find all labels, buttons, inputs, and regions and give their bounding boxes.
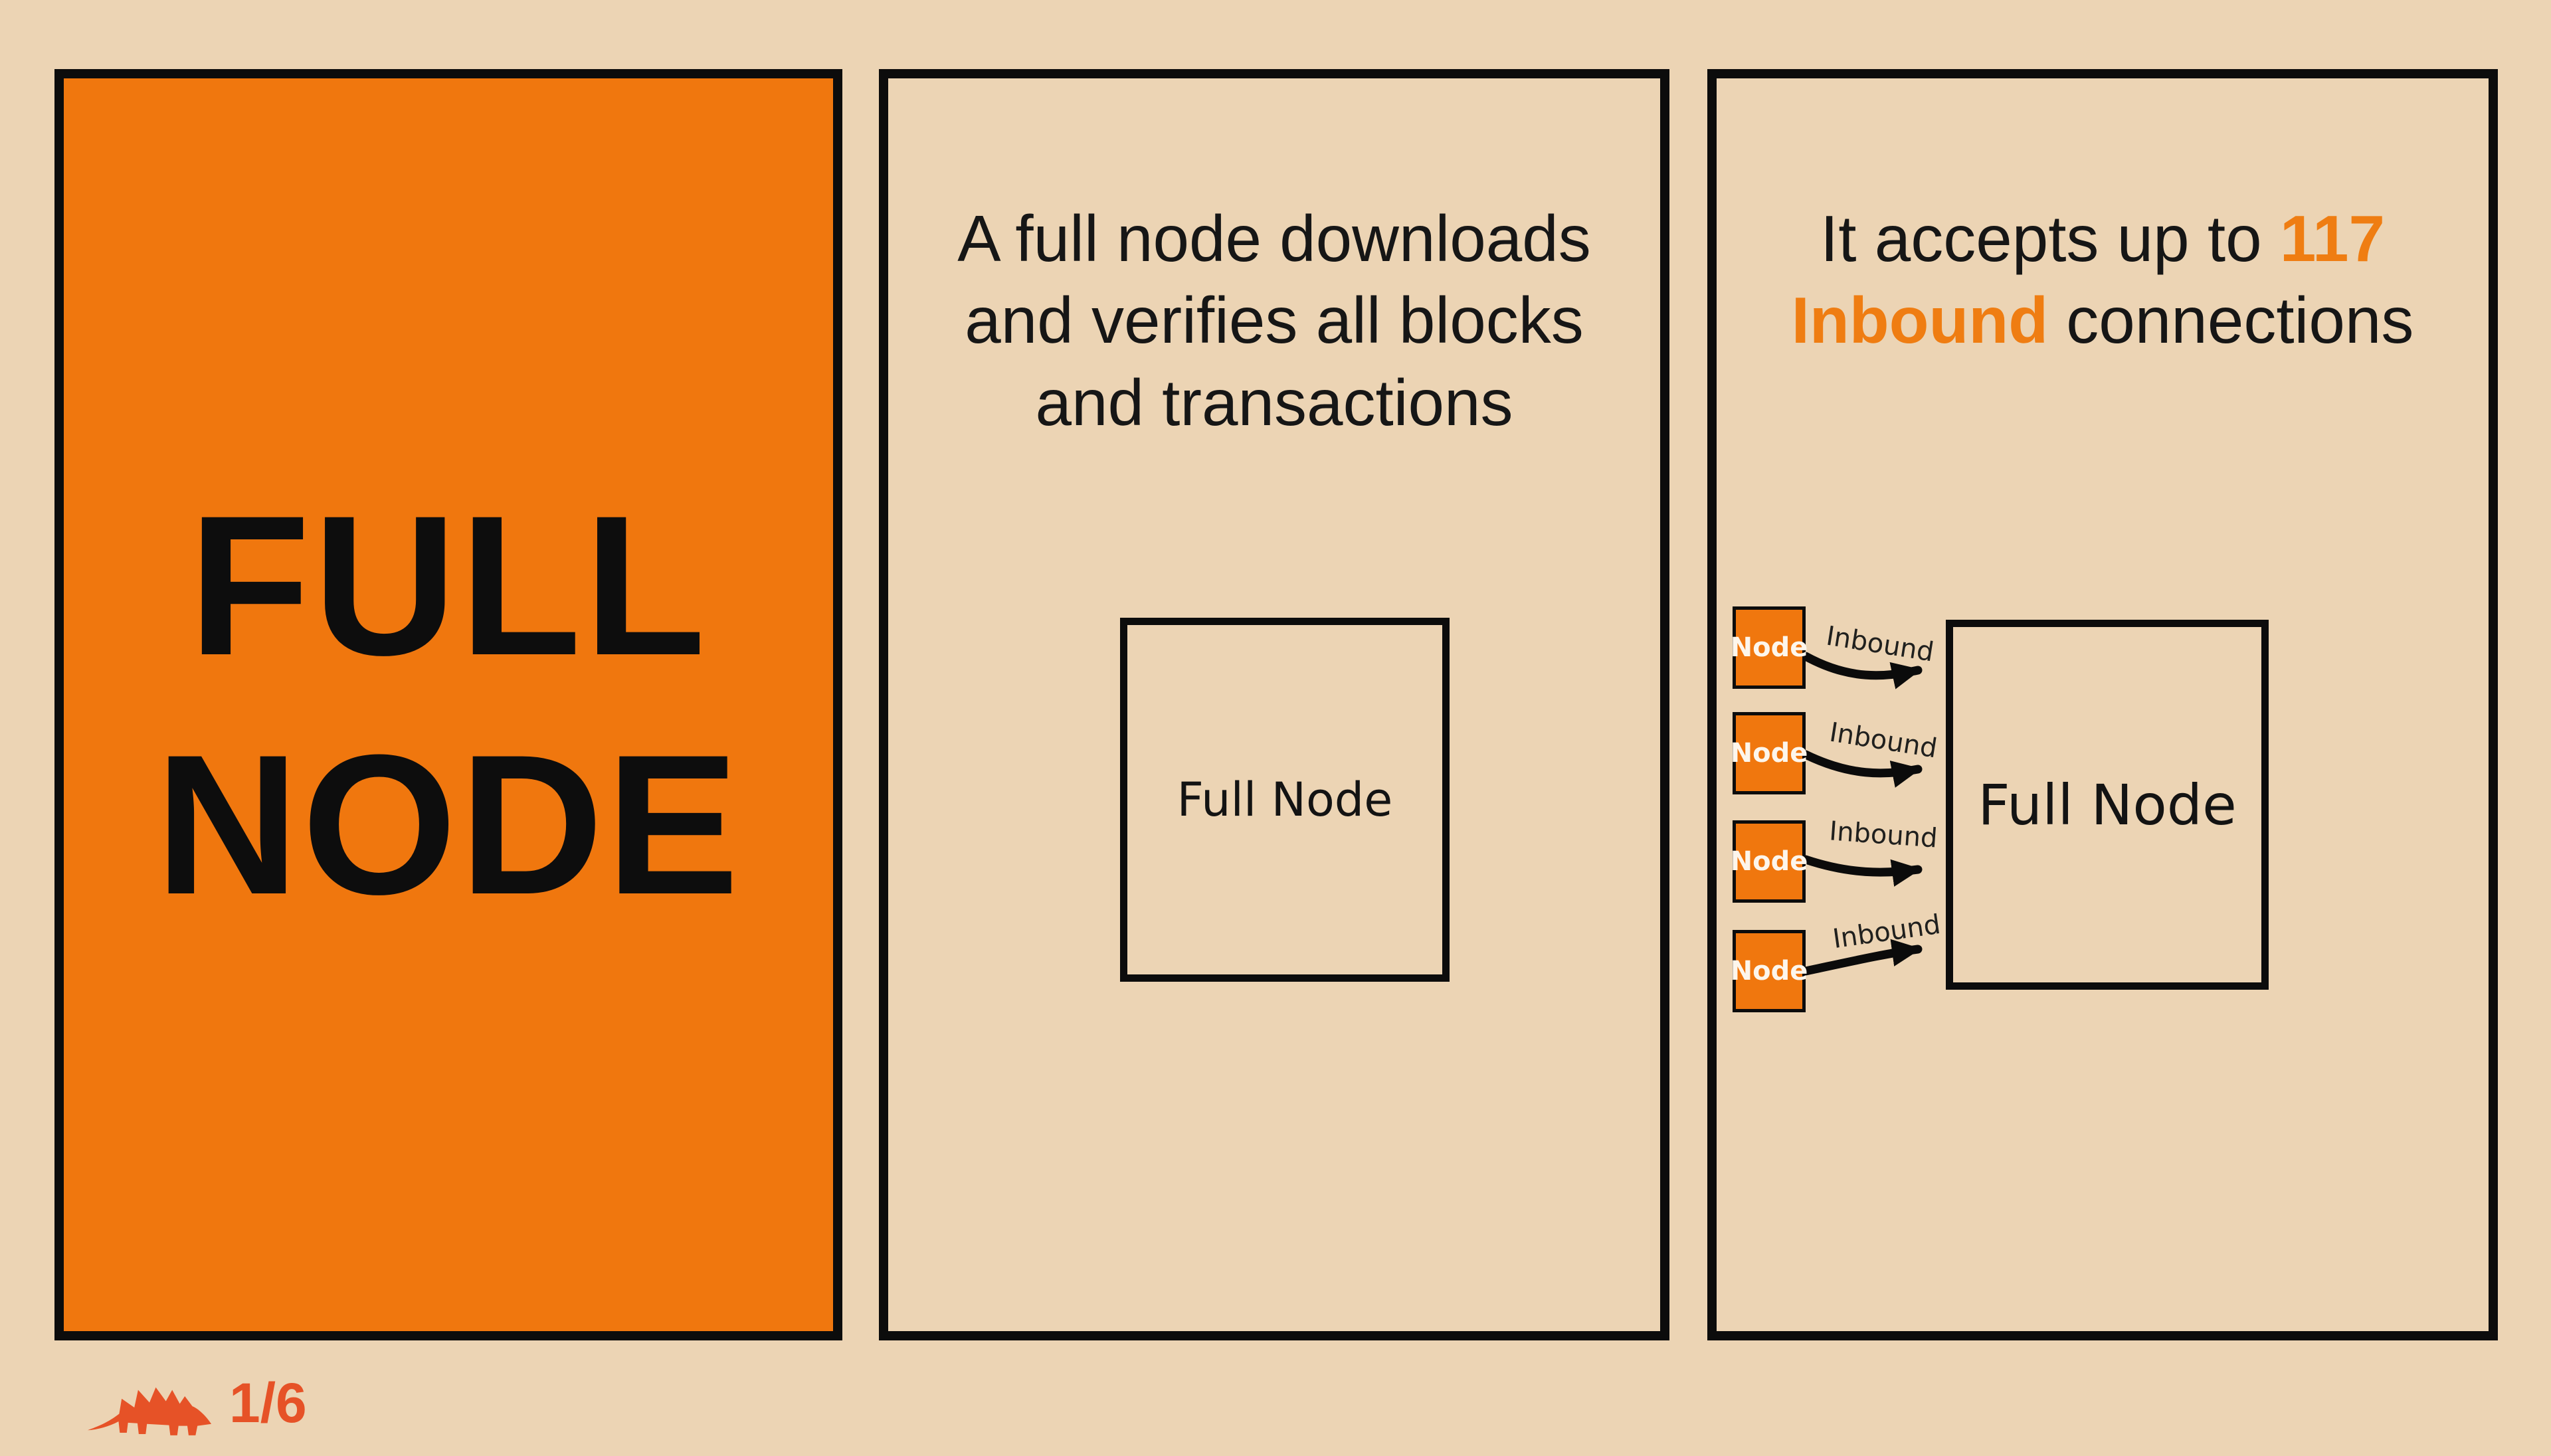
inbound-arrow-label: Inbound bbox=[1831, 909, 1942, 955]
slide-title: FULL NODE bbox=[155, 466, 742, 944]
title-panel: FULL NODE bbox=[54, 69, 842, 1340]
peer-node-label: Node bbox=[1730, 846, 1808, 877]
heading-line-1: It accepts up to 117 bbox=[1717, 198, 2489, 280]
page-indicator: 1/6 bbox=[229, 1372, 307, 1434]
heading-suffix: connections bbox=[2048, 284, 2414, 357]
definition-line-1: A full node downloads bbox=[957, 202, 1591, 275]
inbound-arrow-label: Inbound bbox=[1824, 620, 1937, 668]
title-line-2: NODE bbox=[155, 713, 742, 936]
heading-count: 117 bbox=[2279, 202, 2385, 275]
full-node-label: Full Node bbox=[1978, 772, 2237, 838]
heading-line-2: Inbound connections bbox=[1717, 280, 2489, 361]
full-node-box: Full Node bbox=[1946, 620, 2269, 990]
peer-node-box: Node bbox=[1730, 606, 1808, 689]
peer-node-label: Node bbox=[1730, 738, 1808, 769]
full-node-label: Full Node bbox=[1177, 773, 1393, 827]
peer-node-box: Node bbox=[1730, 820, 1808, 903]
definition-panel: A full node downloads and verifies all b… bbox=[879, 69, 1669, 1340]
peer-node-label: Node bbox=[1730, 956, 1808, 986]
inbound-arrow-label: Inbound bbox=[1828, 816, 1938, 854]
pangolin-logo-icon bbox=[87, 1387, 212, 1435]
title-line-1: FULL bbox=[188, 474, 709, 697]
connections-heading: It accepts up to 117 Inbound connections bbox=[1717, 198, 2489, 362]
inbound-arrow-label: Inbound bbox=[1827, 717, 1940, 765]
connections-panel: It accepts up to 117 Inbound connections… bbox=[1707, 69, 2498, 1340]
heading-prefix: It accepts up to bbox=[1820, 202, 2280, 275]
peer-node-box: Node bbox=[1730, 712, 1808, 794]
definition-line-2: and verifies all blocks bbox=[965, 284, 1584, 357]
peer-node-box: Node bbox=[1730, 930, 1808, 1012]
heading-highlight: Inbound bbox=[1791, 284, 2049, 357]
full-node-box: Full Node bbox=[1120, 618, 1450, 982]
definition-line-3: and transactions bbox=[1035, 365, 1513, 439]
peer-node-label: Node bbox=[1730, 632, 1808, 663]
inbound-arrow-3 bbox=[1801, 855, 1923, 887]
definition-text: A full node downloads and verifies all b… bbox=[888, 198, 1660, 444]
